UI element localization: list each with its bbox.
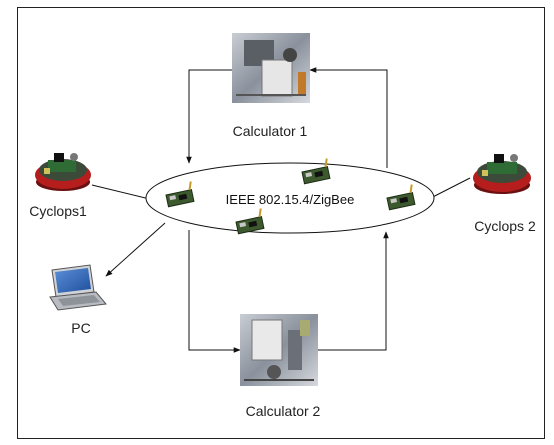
laptop-icon	[49, 264, 107, 311]
network-ellipse	[145, 162, 435, 234]
calculator1-image	[232, 33, 310, 103]
connectors	[91, 67, 471, 353]
cyclops2-robot-image	[473, 154, 531, 194]
zigbee-module-icon	[165, 181, 195, 208]
pc-label: PC	[71, 320, 90, 336]
network-label: IEEE 802.15.4/ZigBee	[226, 192, 355, 207]
cyclops1-robot-image	[35, 153, 91, 191]
arrow-network-to-calculator2	[188, 230, 241, 353]
arrow-network-to-pc	[105, 222, 166, 277]
calculator2-image	[240, 314, 318, 386]
zigbee-module-icon	[386, 184, 416, 211]
cyclops1-label: Cyclops1	[29, 203, 87, 219]
zigbee-module-icon	[301, 158, 331, 185]
calculator1-label: Calculator 1	[233, 123, 308, 139]
calculator2-label: Calculator 2	[246, 403, 321, 419]
cyclops2-label: Cyclops 2	[474, 218, 536, 234]
arrow-calculator1-to-network	[186, 69, 232, 164]
arrow-calculator2-to-network	[318, 231, 389, 351]
arrow-network-to-calculator1	[309, 67, 388, 168]
zigbee-module-icon	[235, 208, 265, 235]
